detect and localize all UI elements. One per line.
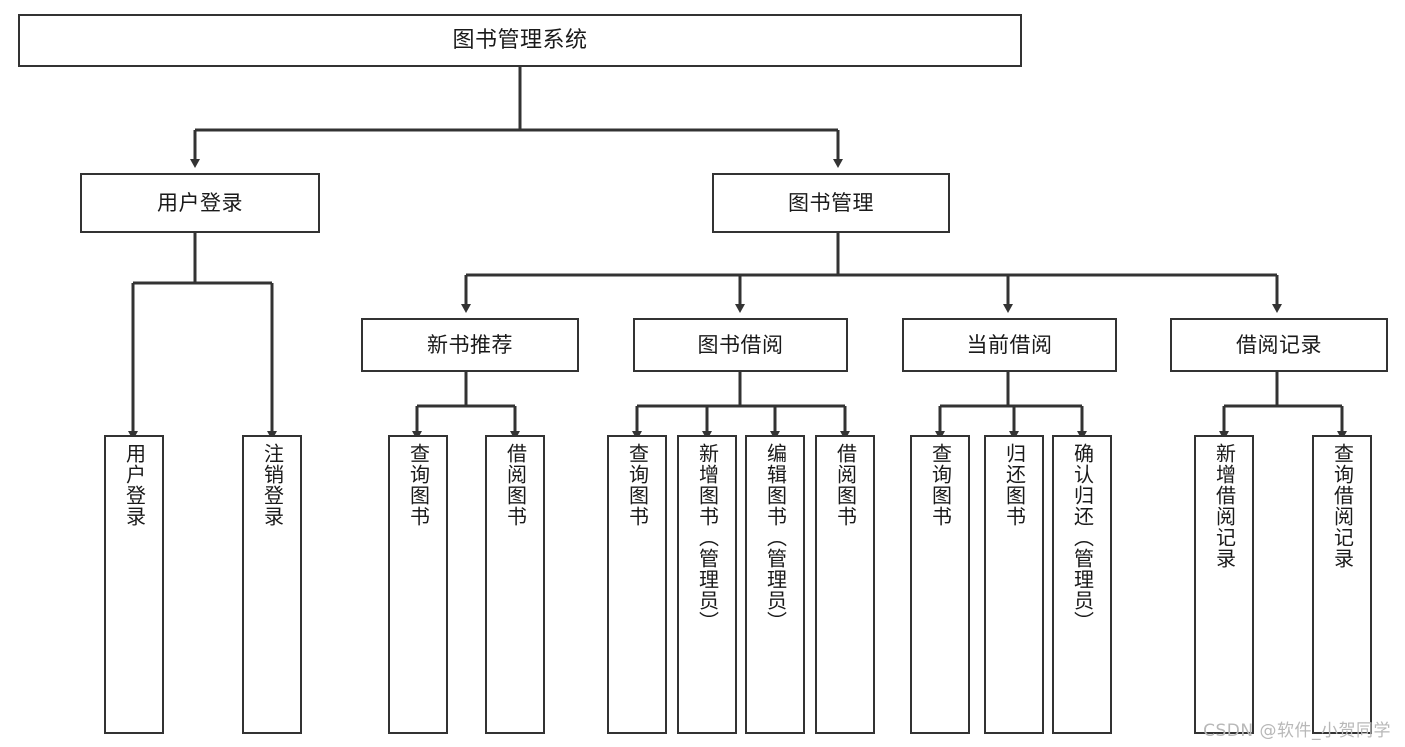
node-label: 图书借阅 [697, 332, 784, 357]
node-label: 查询图书 [625, 443, 650, 527]
node-label: 新增借阅记录 [1212, 443, 1237, 569]
leaf-confirm-return-admin[interactable]: 确认归还（管理员） [1052, 435, 1112, 734]
leaf-edit-book-admin[interactable]: 编辑图书（管理员） [745, 435, 805, 734]
leaf-user-login[interactable]: 用户登录 [104, 435, 164, 734]
node-label: 查询借阅记录 [1330, 443, 1355, 569]
node-label: 归还图书 [1002, 443, 1027, 527]
node-current-borrowing[interactable]: 当前借阅 [902, 318, 1117, 372]
leaf-query-books-current[interactable]: 查询图书 [910, 435, 970, 734]
leaf-borrow-books-new[interactable]: 借阅图书 [485, 435, 545, 734]
node-borrow-records[interactable]: 借阅记录 [1170, 318, 1388, 372]
node-label: 确认归还（管理员） [1070, 443, 1095, 632]
node-label: 借阅记录 [1236, 332, 1322, 357]
node-user-login[interactable]: 用户登录 [80, 173, 320, 233]
leaf-query-books-borrow[interactable]: 查询图书 [607, 435, 667, 734]
node-new-book-recommendation[interactable]: 新书推荐 [361, 318, 579, 372]
node-label: 注销登录 [260, 443, 285, 527]
leaf-query-borrow-record[interactable]: 查询借阅记录 [1312, 435, 1372, 734]
leaf-borrow-books[interactable]: 借阅图书 [815, 435, 875, 734]
node-label: 当前借阅 [966, 332, 1053, 357]
node-label: 新增图书（管理员） [695, 443, 720, 632]
node-label: 查询图书 [928, 443, 953, 527]
leaf-return-books[interactable]: 归还图书 [984, 435, 1044, 734]
node-label: 编辑图书（管理员） [763, 443, 788, 632]
leaf-add-borrow-record[interactable]: 新增借阅记录 [1194, 435, 1254, 734]
node-root-system[interactable]: 图书管理系统 [18, 14, 1022, 67]
node-label: 借阅图书 [833, 443, 858, 527]
node-label: 图书管理 [788, 190, 874, 215]
node-label: 用户登录 [122, 443, 147, 527]
leaf-add-book-admin[interactable]: 新增图书（管理员） [677, 435, 737, 734]
node-label: 新书推荐 [427, 332, 513, 357]
node-book-management[interactable]: 图书管理 [712, 173, 950, 233]
node-book-borrowing[interactable]: 图书借阅 [633, 318, 848, 372]
node-label: 借阅图书 [503, 443, 528, 527]
node-label: 用户登录 [157, 190, 243, 215]
leaf-logout[interactable]: 注销登录 [242, 435, 302, 734]
watermark: CSDN @软件_小贺同学 [1203, 721, 1391, 741]
leaf-query-books-new[interactable]: 查询图书 [388, 435, 448, 734]
node-label: 图书管理系统 [452, 27, 588, 53]
node-label: 查询图书 [406, 443, 431, 527]
